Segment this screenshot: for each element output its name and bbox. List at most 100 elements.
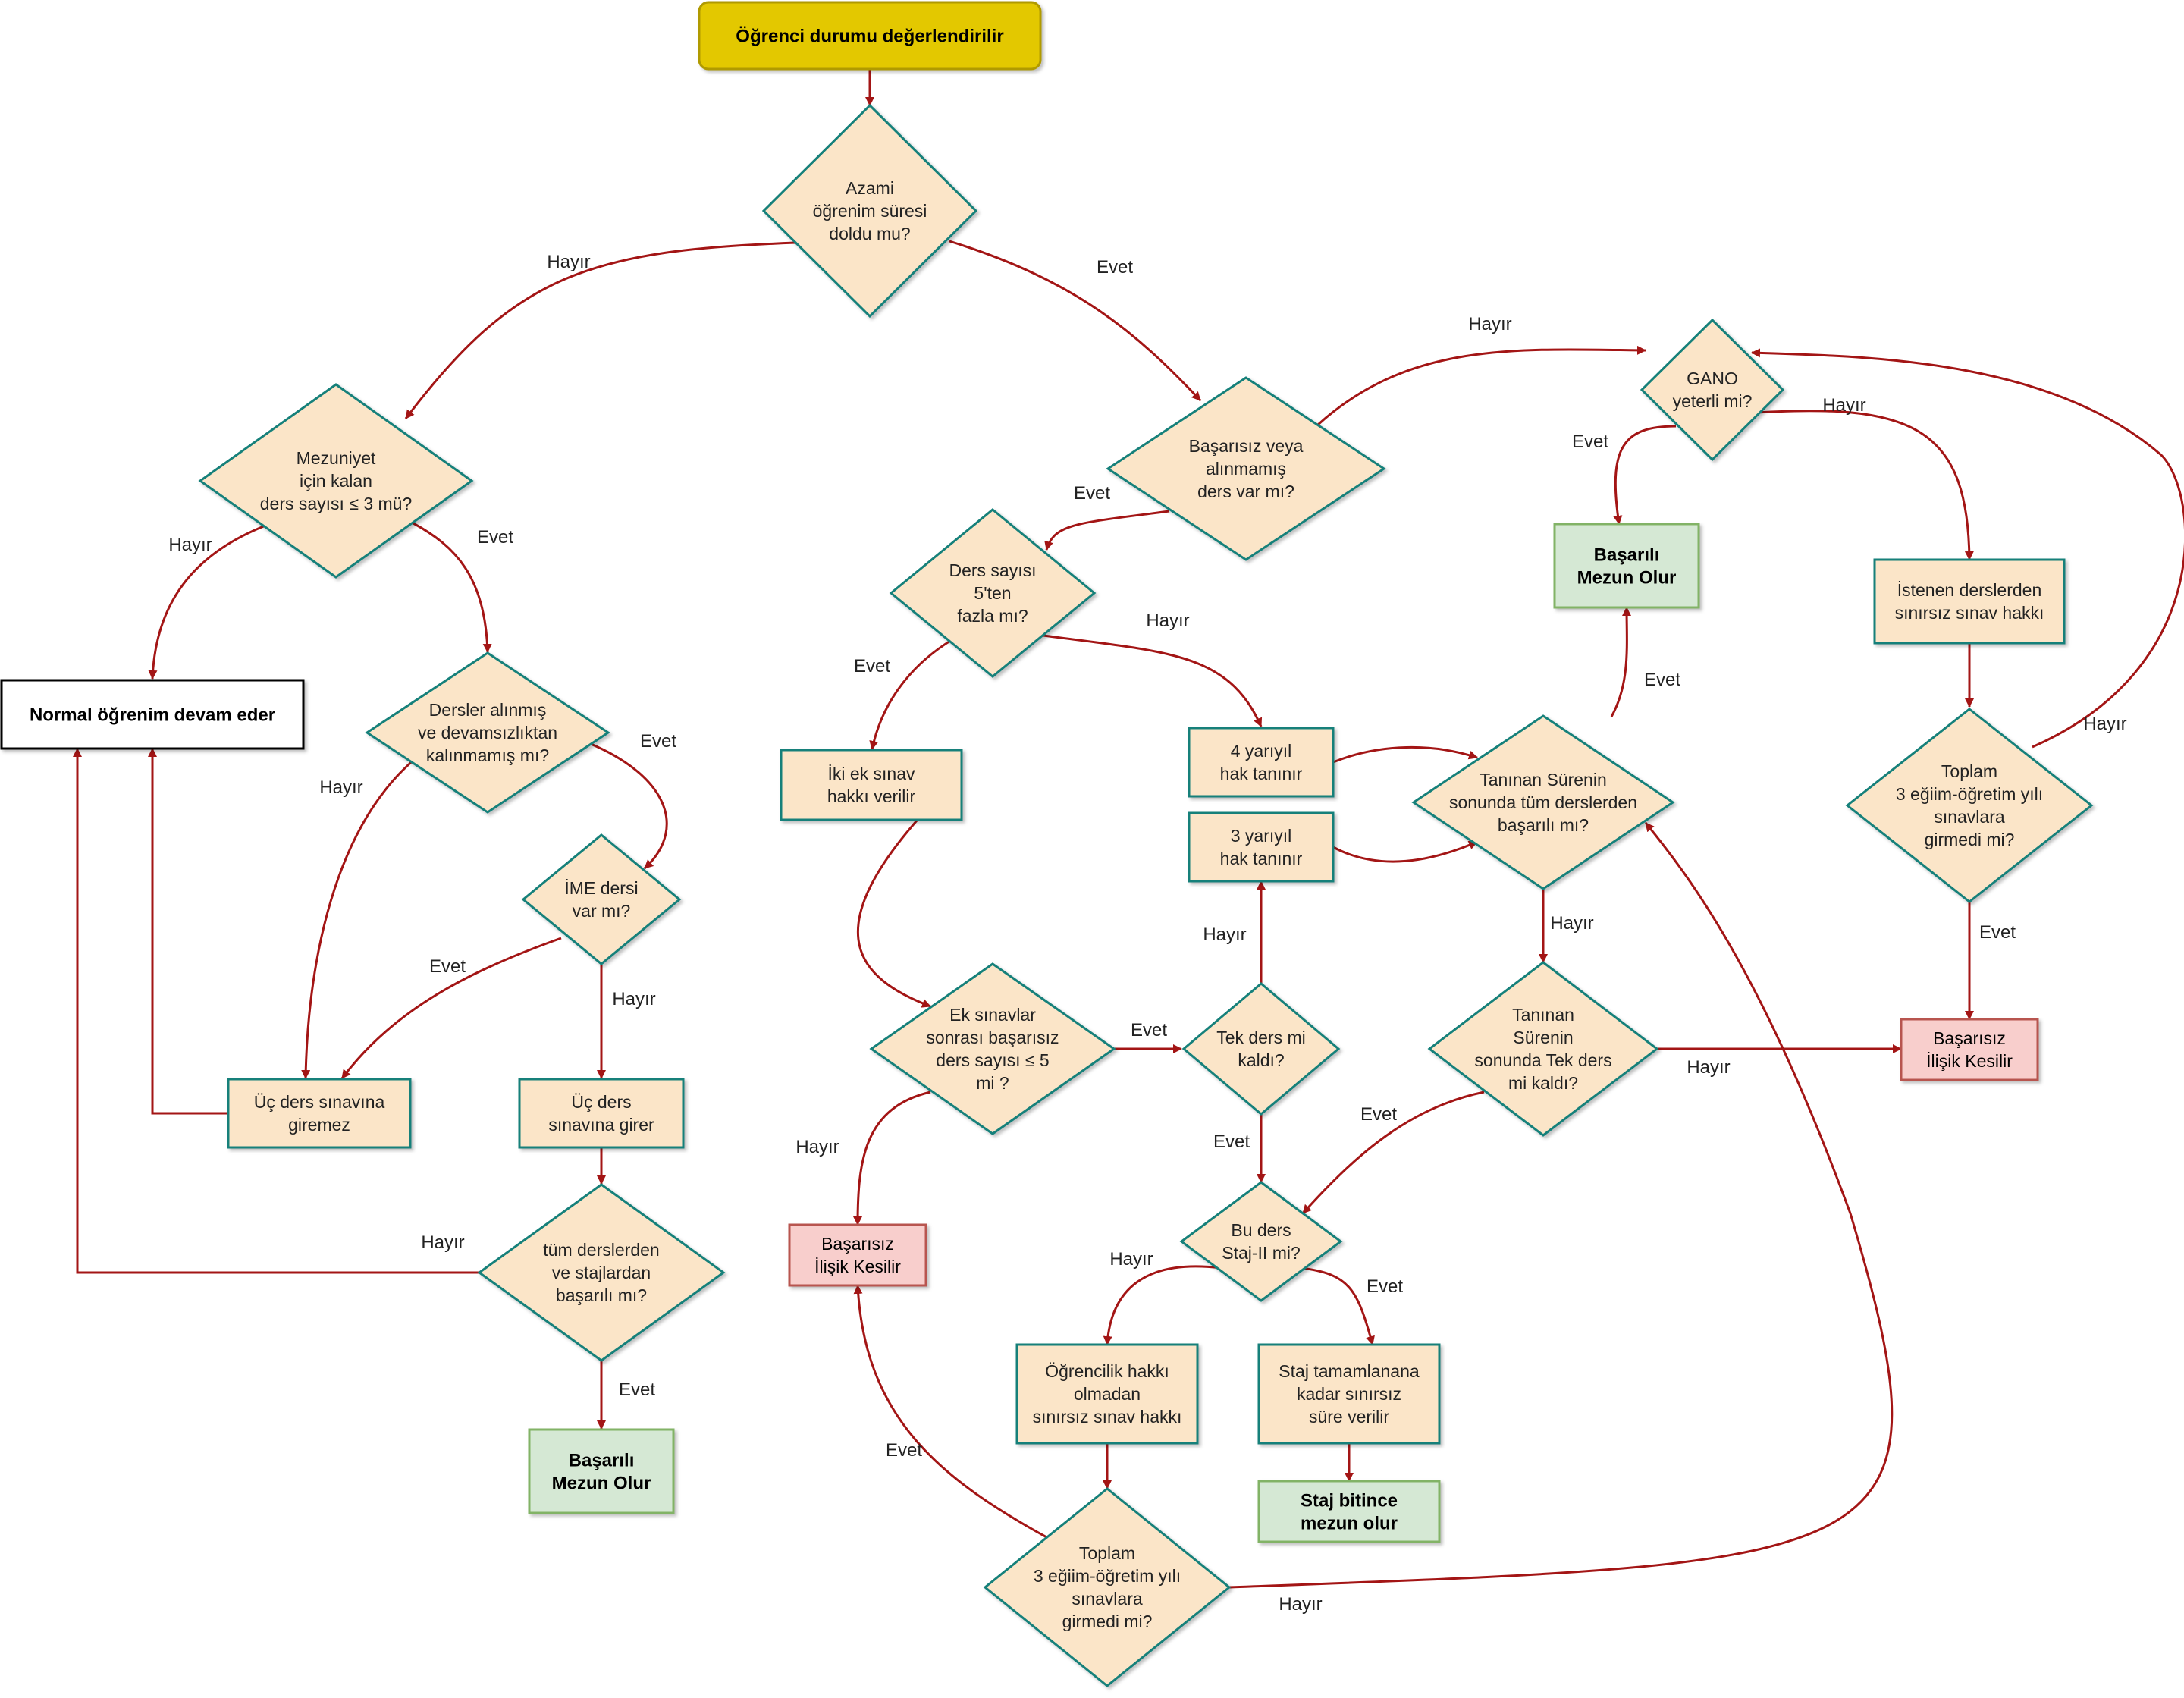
- connector-arrow: [1043, 634, 1263, 727]
- connector-arrow: [1610, 607, 1632, 717]
- fail-box: [788, 1223, 927, 1287]
- node-text: İlişik Kesilir: [1926, 1051, 2013, 1071]
- connector-arrow: [413, 522, 492, 653]
- node-text: Öğrenci durumu değerlendirilir: [736, 26, 1003, 46]
- node-text: 5'ten: [974, 583, 1011, 603]
- edge-label-d5-hayir: Hayır: [1146, 610, 1189, 631]
- node-text: hak tanınır: [1220, 764, 1303, 783]
- node-text: mezun olur: [1301, 1513, 1398, 1533]
- node-text: İki ek sınav: [827, 764, 915, 783]
- node-text: sınavlara: [1934, 807, 2005, 827]
- node-text: fazla mı?: [957, 606, 1028, 626]
- node-text: kaldı?: [1238, 1050, 1284, 1070]
- process-box: [1188, 727, 1335, 798]
- edge-label-ek5-evet: Evet: [1131, 1020, 1167, 1040]
- node-text: ve devamsızlıktan: [418, 723, 557, 742]
- node-text: Ders sayısı: [949, 560, 1036, 580]
- edge-label-top1-hayir: Hayır: [2083, 714, 2126, 734]
- connector-arrow: [853, 1091, 931, 1226]
- connector-arrow: [148, 522, 272, 680]
- node-text: ve stajlardan: [552, 1263, 651, 1282]
- connector-arrow: [1301, 1266, 1375, 1345]
- node-text: Ek sınavlar: [949, 1005, 1036, 1025]
- node-text: GANO: [1687, 369, 1738, 388]
- connectors: [73, 69, 2184, 1589]
- process-box: [780, 749, 963, 821]
- node-text: mi ?: [976, 1073, 1009, 1093]
- process-box: [0, 679, 305, 750]
- node-text: Sürenin: [1513, 1028, 1573, 1047]
- node-text: Başarısız: [1933, 1028, 2006, 1048]
- node-text: sınavlara: [1072, 1589, 1143, 1609]
- node-text: giremez: [288, 1115, 350, 1135]
- edge-label-tan1-hayir: Hayır: [1550, 913, 1593, 934]
- connector-arrow: [1613, 425, 1677, 525]
- node-text: Başarısız: [821, 1234, 894, 1254]
- edge-label-tek-evet: Evet: [1213, 1131, 1250, 1152]
- node-text: İstenen derslerden: [1897, 580, 2042, 600]
- connector-arrow: [853, 1285, 1049, 1539]
- edge-label-azami-hayir: Hayır: [547, 252, 590, 272]
- connector-arrow: [404, 241, 797, 419]
- node-text: ders sayısı ≤ 5: [936, 1050, 1049, 1070]
- process-box: [1188, 811, 1335, 883]
- node-text: 3 yarıyıl: [1231, 826, 1292, 846]
- edge-label-tan1-evet: Evet: [1644, 670, 1680, 690]
- decision-diamond: [1106, 376, 1386, 561]
- edge-label-tan2-evet: Evet: [1360, 1104, 1397, 1125]
- node-text: sınırsız sınav hakkı: [1895, 603, 2044, 623]
- node-text: İlişik Kesilir: [814, 1257, 901, 1276]
- edge-label-top2-hayir: Hayır: [1279, 1594, 1322, 1615]
- edge-label-ek5-hayir: Hayır: [795, 1137, 839, 1157]
- node-text: Tek ders mi: [1216, 1028, 1306, 1047]
- node-text: Öğrencilik hakkı: [1045, 1361, 1169, 1381]
- node-text: Toplam: [1079, 1543, 1135, 1563]
- node-tekders: Tek ders mi kaldı?: [1181, 982, 1341, 1116]
- edge-label-staj-hayir: Hayır: [1109, 1249, 1153, 1270]
- node-normal: Normal öğrenim devam eder: [0, 679, 305, 750]
- node-text: Azami: [846, 178, 894, 198]
- node-text: mi kaldı?: [1508, 1073, 1578, 1093]
- node-text: Mezun Olur: [552, 1473, 651, 1493]
- node-text: Başarısız veya: [1189, 436, 1304, 456]
- node-text: girmedi mi?: [1925, 830, 2015, 849]
- node-text: alınmamış: [1206, 459, 1286, 479]
- node-text: var mı?: [573, 901, 631, 921]
- connector-arrow: [559, 731, 668, 870]
- process-box: [1015, 1343, 1199, 1445]
- success-box: [1257, 1480, 1441, 1543]
- node-text: öğrenim süresi: [813, 201, 927, 221]
- process-box: [1873, 558, 2066, 645]
- node-text: kadar sınırsız: [1297, 1384, 1401, 1404]
- node-text: sınavına girer: [548, 1115, 654, 1135]
- node-text: Staj bitince: [1301, 1490, 1398, 1511]
- edge-label-bas-evet: Evet: [1074, 483, 1110, 504]
- edge-label-ders-evet: Evet: [640, 731, 676, 752]
- node-text: kalınmamış mı?: [426, 745, 549, 765]
- edge-label-tum1-hayir: Hayır: [421, 1232, 464, 1253]
- node-text: Mezuniyet: [297, 448, 376, 468]
- node-text: yeterli mi?: [1673, 391, 1753, 411]
- node-ders5: Ders sayısı 5'ten fazla mı?: [889, 508, 1097, 678]
- connector-arrow: [1103, 1265, 1222, 1345]
- edge-label-tek-hayir: Hayır: [1203, 924, 1246, 945]
- edge-label-gano-evet: Evet: [1572, 432, 1608, 452]
